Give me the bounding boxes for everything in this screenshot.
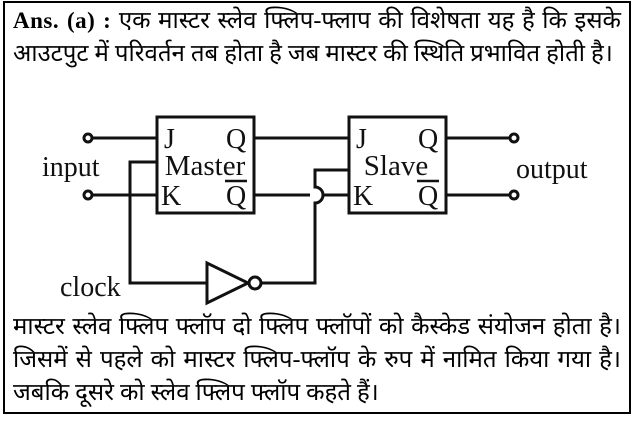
- answer-label: Ans. (a) :: [13, 8, 112, 33]
- clock-label: clock: [60, 272, 121, 303]
- terminal-input-j: [82, 132, 94, 144]
- input-label: input: [42, 152, 100, 183]
- answer-paragraph-top: Ans. (a) : एक मास्टर स्लेव फ्लिप-फ्लाप क…: [13, 4, 621, 71]
- master-j-label: J: [164, 124, 175, 155]
- inverter-triangle: [205, 260, 252, 306]
- master-title: Master: [165, 150, 246, 182]
- master-k-label: K: [161, 181, 181, 212]
- terminal-output-qbar: [508, 189, 520, 201]
- slave-j-label: J: [356, 124, 367, 155]
- answer-text-top: एक मास्टर स्लेव फ्लिप-फ्लाप की विशेषता य…: [13, 8, 621, 67]
- slave-title: Slave: [364, 150, 428, 182]
- terminal-input-k: [82, 189, 94, 201]
- slave-k-label: K: [353, 181, 373, 212]
- answer-paragraph-bottom: मास्टर स्लेव फ्लिप फ्लॉप दो फ्लिप फ्लॉपो…: [13, 311, 621, 410]
- master-box: [155, 115, 256, 215]
- terminal-output-q: [508, 132, 520, 144]
- wire-clock-to-master: [128, 160, 206, 285]
- answer-text-bottom: मास्टर स्लेव फ्लिप फ्लॉप दो फ्लिप फ्लॉपो…: [13, 314, 621, 406]
- slave-qbar-label: Q: [418, 181, 438, 212]
- inverter-bubble: [247, 275, 263, 291]
- wire-inverted-clock-to-slave: [261, 168, 348, 285]
- master-qbar-label: Q: [226, 181, 246, 212]
- output-label: output: [516, 154, 588, 185]
- slave-box: [347, 115, 448, 215]
- master-q-label: Q: [226, 124, 246, 155]
- slave-q-label: Q: [418, 124, 438, 155]
